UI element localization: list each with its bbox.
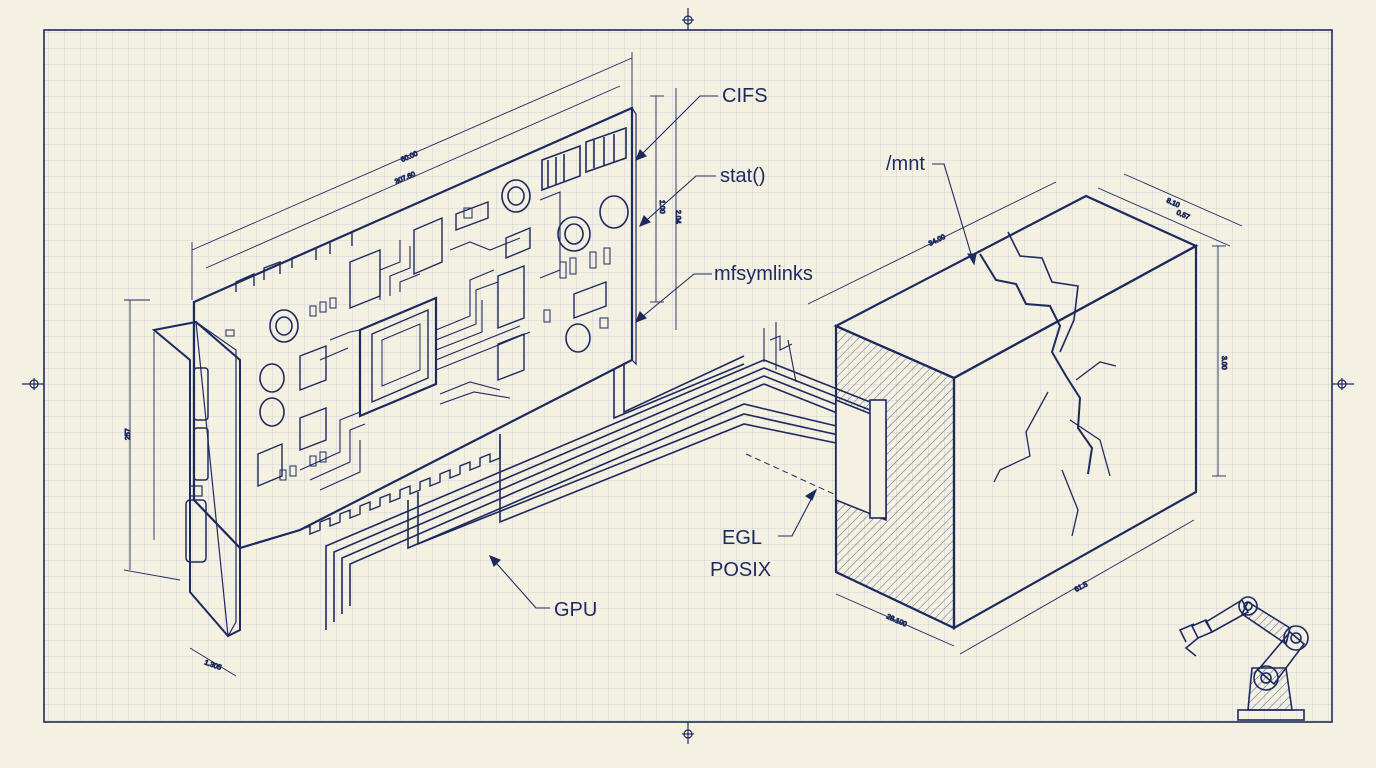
gpu-circuit-traces xyxy=(299,191,561,491)
label-posix: POSIX xyxy=(710,559,771,581)
block-dimension-lines xyxy=(807,173,1243,655)
leader-egl xyxy=(778,489,817,537)
block-slot-insert xyxy=(869,399,887,519)
label-cifs: CIFS xyxy=(722,85,768,107)
robot-arm-drawing xyxy=(1178,596,1309,721)
grid-background xyxy=(44,30,1332,722)
label-egl: EGL xyxy=(722,527,762,549)
leader-mnt xyxy=(932,163,975,265)
leader-lines xyxy=(489,95,977,609)
leader-mfsymlinks xyxy=(635,273,712,323)
leader-stat xyxy=(639,175,716,227)
label-mnt: /mnt xyxy=(886,153,925,175)
gpu-io-bracket-edge xyxy=(195,320,237,638)
registration-mark-left xyxy=(22,378,44,390)
label-mfsymlinks: mfsymlinks xyxy=(714,263,813,285)
gpu-dimension-lines xyxy=(123,52,677,677)
gpu-cable-ribbon xyxy=(325,322,871,630)
gpu-hdmi-port-2 xyxy=(193,427,209,481)
registration-mark-top xyxy=(682,8,694,30)
block-crack xyxy=(979,253,1094,475)
registration-mark-bottom xyxy=(682,722,694,744)
gpu-dvi-port xyxy=(185,499,207,563)
registration-mark-right xyxy=(1332,378,1354,390)
gpu-hdmi-port-1 xyxy=(193,367,209,421)
gpu-small-components xyxy=(225,207,611,481)
gpu-pcie-connector xyxy=(299,440,501,536)
gpu-power-connectors xyxy=(541,126,627,192)
dim-text-5: 2.04 xyxy=(674,210,681,224)
mount-block-drawing: 34.00 8.10 0.57 3.00 28.100 61.5 xyxy=(807,173,1243,655)
dim-text-10: 3.00 xyxy=(1220,356,1227,370)
leader-cifs xyxy=(635,95,718,161)
gpu-pcb-thickness xyxy=(631,106,637,366)
gpu-main-chip xyxy=(358,296,438,418)
registration-marks xyxy=(22,8,1354,744)
gpu-io-bracket xyxy=(151,320,241,638)
label-stat: stat() xyxy=(720,165,766,187)
label-gpu: GPU xyxy=(554,599,597,621)
gpu-capacitors xyxy=(259,179,629,427)
leader-gpu xyxy=(489,555,550,609)
dim-text-3: 257 xyxy=(125,428,132,440)
gpu-top-connectors xyxy=(235,230,353,292)
